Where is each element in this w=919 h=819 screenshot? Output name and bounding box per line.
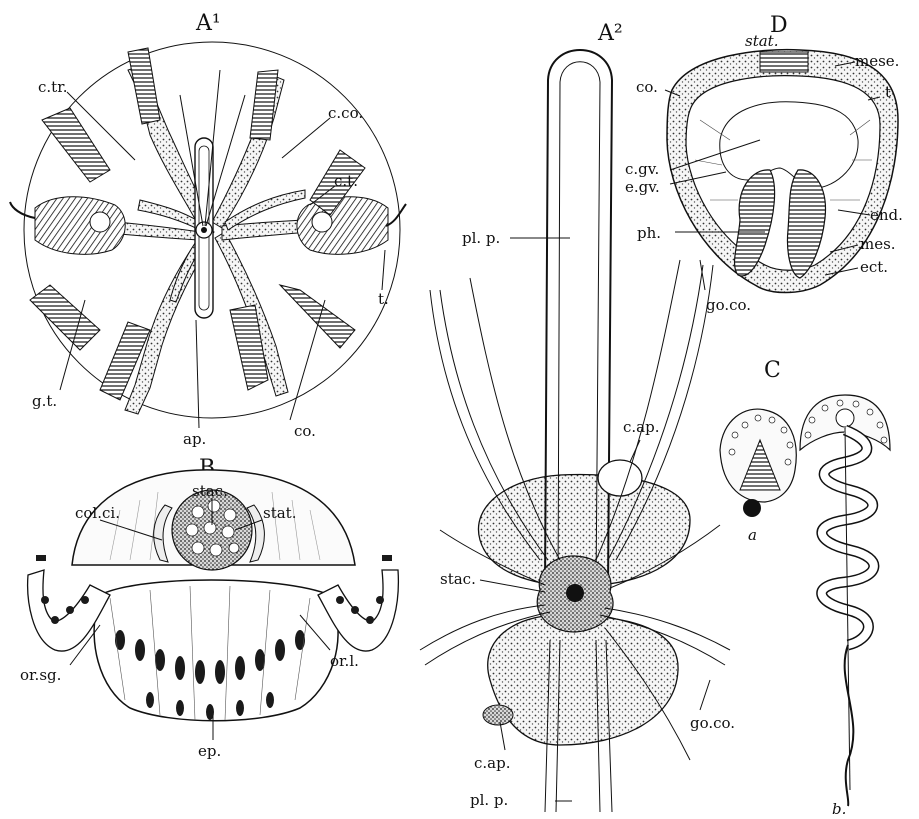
label-pl-p-top: pl. p. (462, 229, 500, 247)
label-go-co-bottom: go.co. (690, 714, 735, 732)
label-c-co: c.co. (328, 104, 363, 122)
label-e-gv: e.gv. (625, 178, 660, 196)
label-stac-b: stac. (192, 482, 228, 500)
label-c-gv: c.gv. (625, 160, 659, 178)
d-statolith-cap (760, 52, 808, 72)
a1-tentacle-left (10, 202, 35, 218)
b-epithelium (94, 580, 338, 721)
label-stat-d: stat. (745, 32, 778, 50)
label-mes-d: mes. (860, 235, 896, 253)
label-c-ap-bottom: c.ap. (474, 754, 510, 772)
label-c-b: b. (832, 800, 846, 818)
a2-lower-lobe (488, 615, 678, 745)
label-col-ci: col.ci. (75, 504, 120, 522)
label-c-t: c.t. (334, 172, 358, 190)
a2-c-ap-bottom (483, 705, 513, 725)
label-ep: ep. (198, 742, 221, 760)
label-ph: ph. (637, 224, 661, 242)
label-co-a1: co. (294, 422, 316, 440)
panel-a1: A¹ (10, 11, 406, 448)
label-g-t: g.t. (32, 392, 57, 410)
panel-b: B (20, 456, 398, 760)
label-t-d: t (885, 83, 891, 101)
label-c-ap-top: c.ap. (623, 418, 659, 436)
label-c-tr: c.tr. (38, 78, 68, 96)
label-co-d: co. (636, 78, 658, 96)
label-go-co-top: go.co. (706, 296, 751, 314)
a1-manubrium (195, 138, 213, 318)
label-mese-d: mese. (855, 52, 899, 70)
a2-statocyst (566, 584, 584, 602)
a1-tentacle-right (386, 204, 406, 226)
label-or-sg: or.sg. (20, 666, 61, 684)
label-ect: ect. (860, 258, 888, 276)
a2-c-ap-top (598, 460, 642, 496)
label-stac-a2: stac. (440, 570, 476, 588)
label-t: t. (378, 290, 389, 308)
panel-d: D stat. mese. co. t c.gv. e.gv. (625, 13, 903, 293)
panel-c-title: C (764, 358, 781, 383)
panel-a2-title: A² (597, 21, 623, 46)
label-ap: ap. (183, 430, 206, 448)
label-or-l: or.l. (330, 652, 359, 670)
label-end: end. (870, 206, 903, 224)
label-pl-p-bottom: pl. p. (470, 791, 508, 809)
panel-c: C a b. (720, 358, 890, 818)
label-c-a: a (748, 526, 757, 544)
c-larva-b-head (836, 409, 854, 427)
c-larva-a-dark-spot (743, 499, 761, 517)
label-stat-b: stat. (263, 504, 296, 522)
panel-a1-title: A¹ (195, 11, 221, 36)
